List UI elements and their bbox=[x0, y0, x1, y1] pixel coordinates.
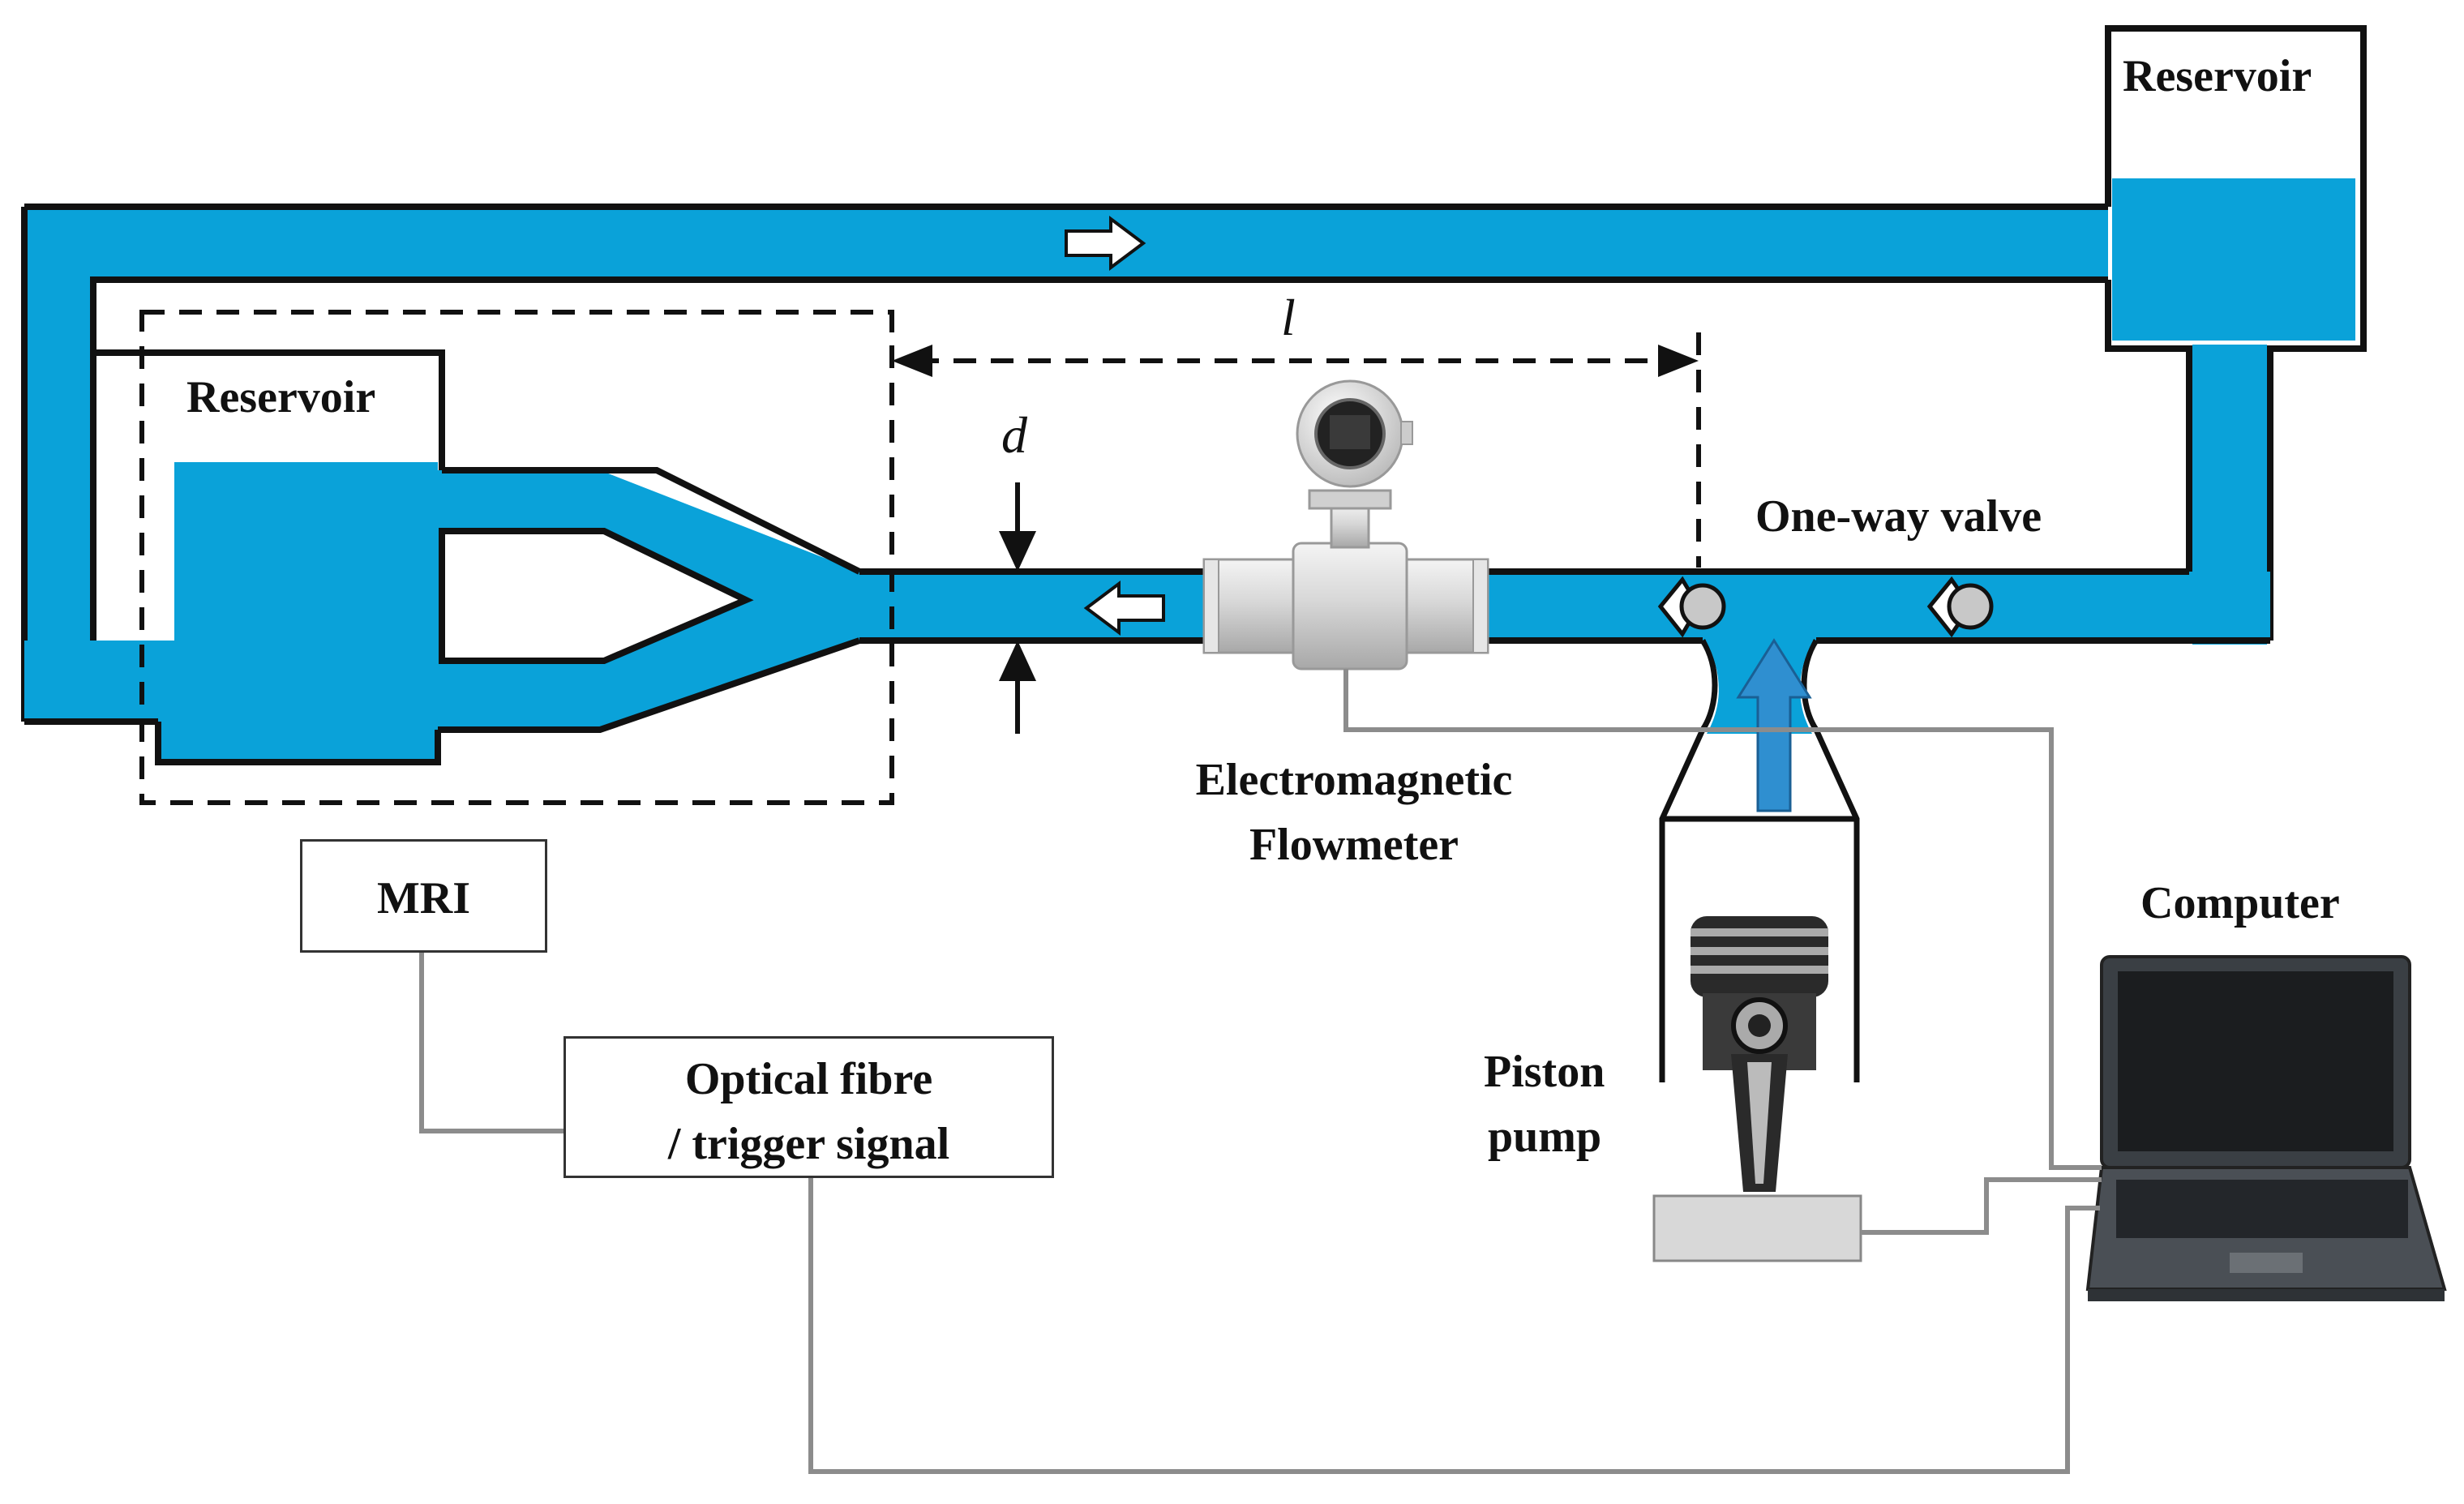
mri-box: MRI bbox=[300, 839, 547, 953]
one-way-valve-label: One-way valve bbox=[1755, 491, 2042, 542]
reservoir-left bbox=[24, 349, 861, 765]
flowmeter-label-line2: Flowmeter bbox=[1249, 820, 1459, 870]
piston-icon bbox=[1652, 916, 1862, 1262]
valve-icon bbox=[1657, 576, 1994, 638]
computer-label: Computer bbox=[2140, 878, 2340, 928]
optical-fibre-box: Optical fibre / trigger signal bbox=[564, 1036, 1054, 1178]
reservoir-right-label: Reservoir bbox=[2123, 51, 2312, 101]
piston-label-line2: pump bbox=[1488, 1112, 1602, 1162]
flow-arrow-left-icon bbox=[1083, 581, 1165, 636]
reservoir-left-label: Reservoir bbox=[186, 372, 376, 422]
imaging-region-dashed bbox=[139, 310, 1701, 805]
diameter-symbol: d bbox=[1001, 406, 1027, 464]
diameter-arrows bbox=[999, 482, 1036, 734]
laptop-icon bbox=[2085, 955, 2447, 1301]
flowmeter-label-line1: Electromagnetic bbox=[1195, 755, 1513, 805]
optical-fibre-label-line1: Optical fibre bbox=[684, 1054, 933, 1104]
mri-label: MRI bbox=[376, 873, 471, 923]
piston-label-line1: Piston bbox=[1484, 1047, 1605, 1097]
length-dimension bbox=[892, 345, 1699, 377]
main-pipe bbox=[859, 568, 2270, 644]
flowmeter-icon bbox=[1202, 379, 1489, 671]
signal-wires bbox=[419, 669, 2102, 1474]
flow-arrow-right-icon bbox=[1065, 216, 1146, 271]
length-symbol: l bbox=[1281, 289, 1296, 346]
optical-fibre-label-line2: / trigger signal bbox=[667, 1119, 950, 1169]
